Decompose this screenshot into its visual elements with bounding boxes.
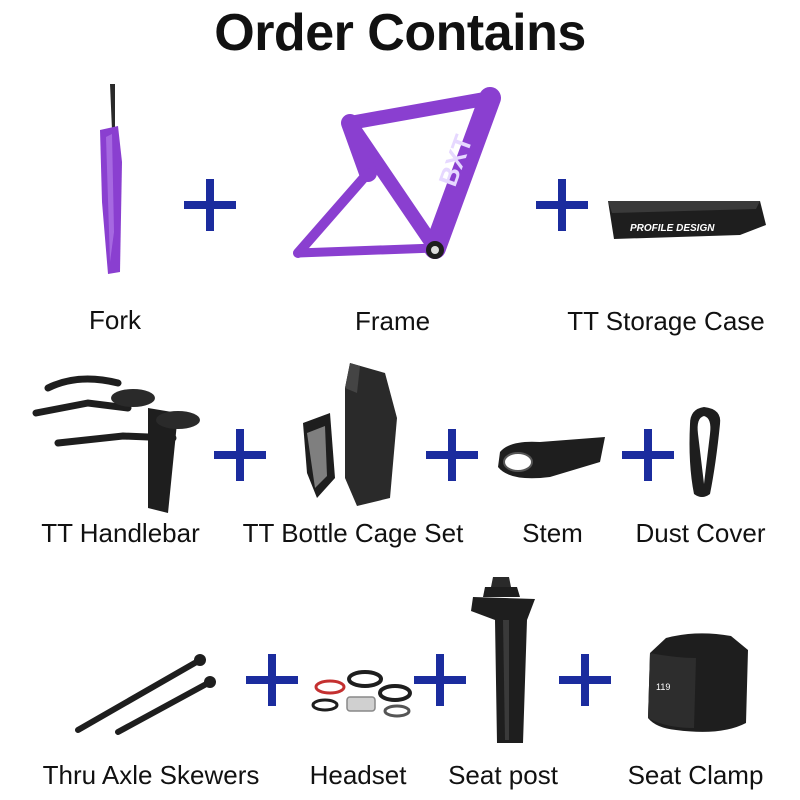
- label-storage-case: TT Storage Case: [567, 306, 765, 336]
- plus-icon: [414, 654, 466, 706]
- brand-text: PROFILE DESIGN: [630, 223, 715, 234]
- plus-icon: [622, 429, 674, 481]
- label-stem: Stem: [522, 518, 583, 548]
- label-frame: Frame: [354, 306, 431, 336]
- handlebar-image: [32, 375, 200, 513]
- headset-image: [311, 670, 412, 718]
- label-bottle-cage-set: TT Bottle Cage Set: [242, 518, 464, 548]
- label-seat-post: Seat post: [448, 760, 558, 790]
- stem-image: [498, 437, 605, 479]
- plus-icon: [536, 179, 588, 231]
- seat-post-image: [471, 577, 535, 743]
- dust-cover-image: [689, 407, 721, 497]
- frame-image: BXT: [293, 87, 501, 259]
- plus-icon: [559, 654, 611, 706]
- label-thru-axle-skewers: Thru Axle Skewers: [42, 760, 260, 790]
- fork-image: [100, 84, 122, 274]
- label-seat-clamp: Seat Clamp: [627, 760, 764, 790]
- clamp-marking: 119: [656, 682, 670, 692]
- label-dust-cover: Dust Cover: [635, 518, 766, 548]
- label-fork: Fork: [89, 305, 141, 335]
- plus-icon: [214, 429, 266, 481]
- plus-icon: [246, 654, 298, 706]
- bottle-cage-set-image: [303, 363, 397, 506]
- page-title: Order Contains: [214, 4, 586, 62]
- storage-case-image: PROFILE DESIGN: [608, 201, 766, 239]
- thru-axle-skewers-image: [75, 654, 216, 735]
- plus-icon: [184, 179, 236, 231]
- label-handlebar: TT Handlebar: [41, 518, 200, 548]
- plus-icon: [426, 429, 478, 481]
- label-headset: Headset: [309, 760, 407, 790]
- seat-clamp-image: 119: [648, 633, 748, 732]
